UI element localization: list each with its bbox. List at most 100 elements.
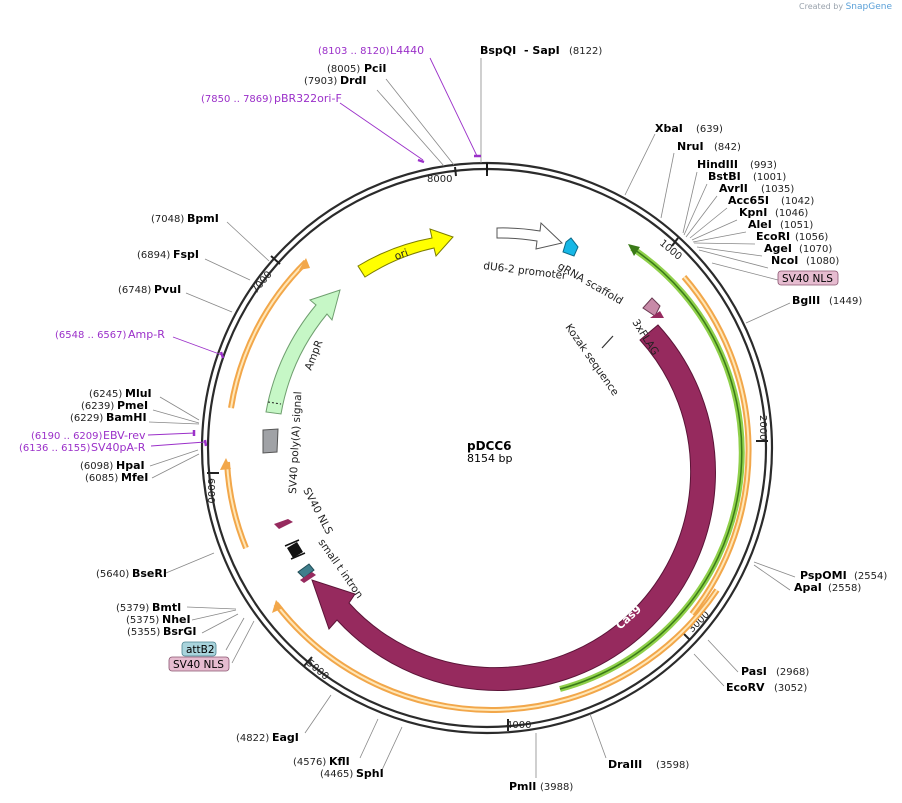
site-mlui-pos: (6245) — [89, 389, 122, 400]
site-bamhi-pos: (6229) — [70, 413, 103, 424]
primer-ampr[interactable]: Amp-R — [128, 328, 165, 341]
primer-ebv[interactable]: EBV-rev — [103, 429, 146, 442]
site-pspomi-pos: (2554) — [854, 571, 887, 582]
box-sv40-nls-left[interactable] — [168, 656, 230, 672]
site-hpai[interactable]: HpaI — [116, 459, 145, 472]
box-attb2-label: attB2 — [186, 644, 215, 656]
kozak-label: Kozak sequence — [563, 322, 621, 398]
site-pspomi[interactable]: PspOMI — [800, 569, 847, 582]
box-attb2[interactable] — [181, 641, 217, 657]
site-pvui-pos: (6748) — [118, 285, 151, 296]
site-agei-pos: (1070) — [799, 244, 832, 255]
site-mfei-pos: (6085) — [85, 473, 118, 484]
tick-marks — [207, 164, 768, 731]
site-kpni-pos: (1046) — [775, 208, 808, 219]
orf-arrowheads — [220, 258, 310, 613]
site-labels: BspQI - SapI (8122) (8005) PciI (7903) D… — [70, 44, 887, 793]
small-t-intron-feature[interactable] — [297, 563, 315, 579]
site-bseri-pos: (5640) — [96, 569, 129, 580]
site-bspqi[interactable]: BspQI — [480, 44, 516, 57]
ori-feature[interactable] — [357, 228, 454, 278]
site-ecori-pos: (1056) — [795, 232, 828, 243]
promoter-label: dU6-2 promoter — [483, 260, 568, 282]
site-fspi[interactable]: FspI — [173, 248, 199, 261]
site-bseri[interactable]: BseRI — [132, 567, 167, 580]
primer-ebv-range: (6190 .. 6209) — [31, 431, 103, 442]
primer-lines — [147, 57, 478, 447]
site-bsrgi[interactable]: BsrGI — [163, 625, 196, 638]
site-hindiii[interactable]: HindIII — [697, 158, 738, 171]
site-nhei-pos: (5375) — [126, 615, 159, 626]
flag-feature[interactable] — [642, 297, 661, 317]
du6-promoter-feature[interactable] — [496, 221, 564, 250]
site-bsrgi-pos: (5355) — [127, 627, 160, 638]
site-pcii[interactable]: PciI — [364, 62, 386, 75]
site-kpni[interactable]: KpnI — [739, 206, 767, 219]
site-xbai[interactable]: XbaI — [655, 122, 683, 135]
site-sapi[interactable]: - SapI — [524, 44, 560, 57]
green-arcs — [559, 245, 745, 692]
site-draiii-pos: (3598) — [656, 760, 689, 771]
sv40-polya-feature[interactable] — [262, 428, 279, 454]
site-bamhi[interactable]: BamHI — [106, 411, 147, 424]
primer-pbr322[interactable]: pBR322ori-F — [274, 92, 342, 105]
polya-label: SV40 poly(A) signal — [287, 391, 304, 494]
site-bglii[interactable]: BglII — [792, 294, 820, 307]
scaffold-label: gRNA scaffold — [556, 260, 625, 307]
grna-scaffold-feature[interactable] — [562, 237, 579, 257]
site-drdi[interactable]: DrdI — [340, 74, 367, 87]
site-ncoi-pos: (1080) — [806, 256, 839, 267]
box-sv40-nls-right[interactable] — [777, 270, 839, 286]
site-pvui[interactable]: PvuI — [154, 283, 181, 296]
primer-l4440[interactable]: L4440 — [390, 44, 424, 57]
primer-sv40pa[interactable]: SV40pA-R — [91, 441, 146, 454]
site-sphi[interactable]: SphI — [356, 767, 384, 780]
site-mlui[interactable]: MluI — [125, 387, 152, 400]
site-alei[interactable]: AleI — [748, 218, 772, 231]
site-eagi[interactable]: EagI — [272, 731, 299, 744]
box-sv40-nls-left-label: SV40 NLS — [173, 659, 224, 671]
site-kfli[interactable]: KflI — [329, 755, 350, 768]
attb-marker — [287, 542, 303, 558]
site-hindiii-pos: (993) — [750, 160, 777, 171]
site-acc65i[interactable]: Acc65I — [728, 194, 769, 207]
primer-pbr322-range: (7850 .. 7869) — [201, 94, 273, 105]
site-fspi-pos: (6894) — [137, 250, 170, 261]
cas9-feature[interactable] — [311, 324, 716, 691]
plasmid-name: pDCC6 — [467, 439, 512, 453]
site-ncoi[interactable]: NcoI — [771, 254, 798, 267]
site-pmei-pos: (6239) — [81, 401, 114, 412]
site-bstbi[interactable]: BstBI — [708, 170, 741, 183]
site-agei[interactable]: AgeI — [764, 242, 792, 255]
tick-1000: 1000 — [657, 238, 684, 263]
site-pasi[interactable]: PasI — [741, 665, 767, 678]
site-draiii[interactable]: DraIII — [608, 758, 642, 771]
site-ecorv[interactable]: EcoRV — [726, 681, 765, 694]
site-mfei[interactable]: MfeI — [121, 471, 148, 484]
tick-2000: 2000 — [757, 415, 768, 440]
site-avrii[interactable]: AvrII — [719, 182, 748, 195]
plasmid-size: 8154 bp — [467, 452, 512, 465]
site-ecori[interactable]: EcoRI — [756, 230, 790, 243]
site-apai[interactable]: ApaI — [794, 581, 822, 594]
site-pmei[interactable]: PmeI — [117, 399, 148, 412]
site-bpmi[interactable]: BpmI — [187, 212, 219, 225]
site-bpmi-pos: (7048) — [151, 214, 184, 225]
site-nhei[interactable]: NheI — [162, 613, 191, 626]
flag-nls-feature — [650, 311, 664, 318]
site-bstbi-pos: (1001) — [753, 172, 786, 183]
primer-labels: (8103 .. 8120) L4440 (7850 .. 7869) pBR3… — [19, 44, 424, 454]
primer-l4440-range: (8103 .. 8120) — [318, 46, 390, 57]
site-nrui[interactable]: NruI — [677, 140, 704, 153]
sv40-nls-feature[interactable] — [274, 519, 293, 529]
site-pmli[interactable]: PmlI — [509, 780, 536, 793]
site-ecorv-pos: (3052) — [774, 683, 807, 694]
ori-label: ori — [393, 247, 410, 263]
kozak-marker — [601, 335, 614, 349]
site-pmli-pos: (3988) — [540, 782, 573, 793]
site-alei-pos: (1051) — [780, 220, 813, 231]
site-bmti[interactable]: BmtI — [152, 601, 181, 614]
ampr-feature[interactable] — [265, 289, 341, 415]
snapgene-credit: Created by SnapGene — [799, 2, 892, 12]
